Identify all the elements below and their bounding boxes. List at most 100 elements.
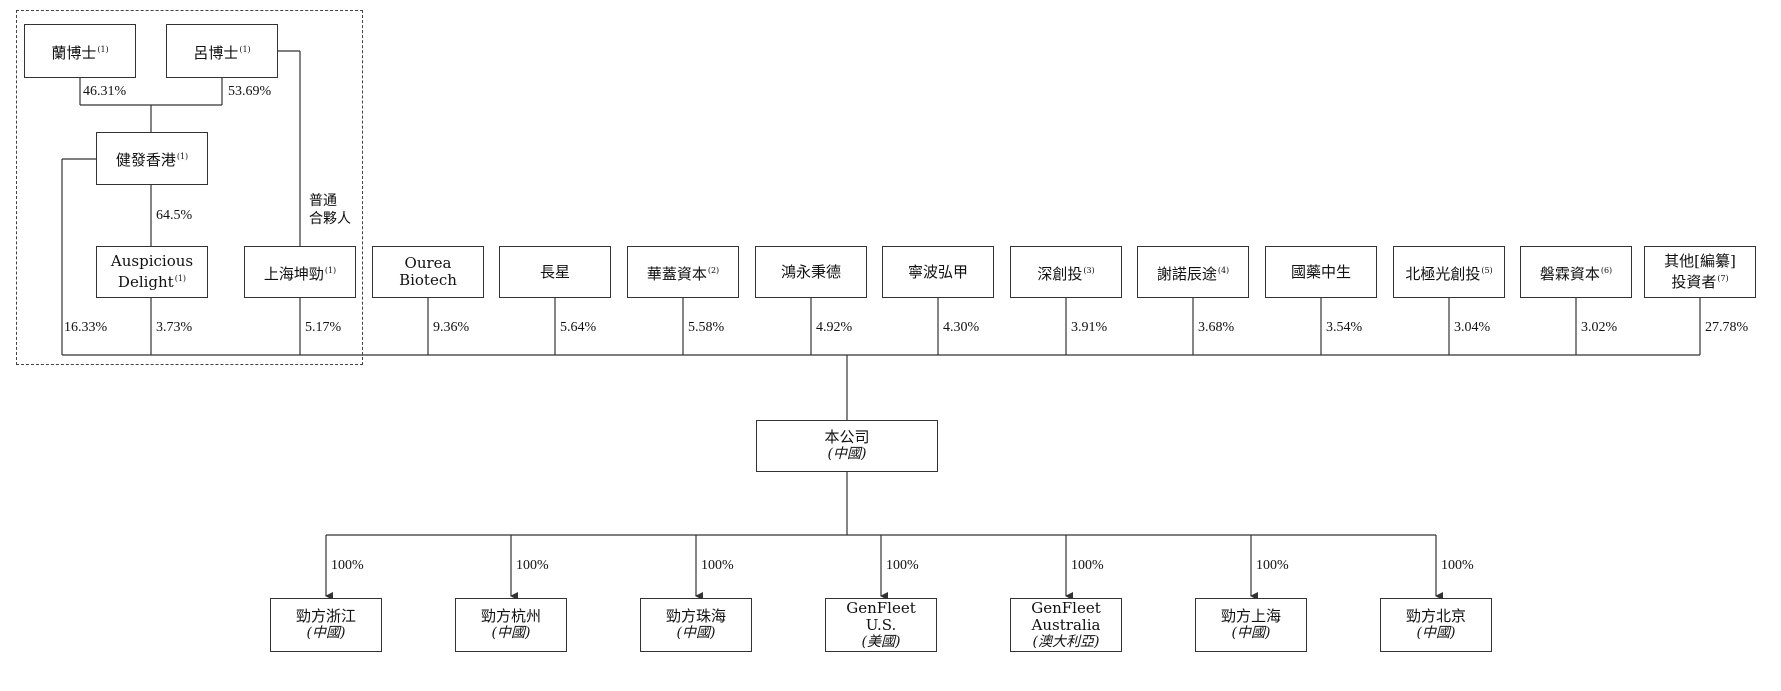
investor-name: 長星 <box>539 262 570 281</box>
auspicious-pct: 3.73% <box>156 320 193 335</box>
investor-box: 其他[編纂] 投資者(7) <box>1644 246 1756 298</box>
subsidiary-jurisdiction: (美國) <box>861 633 901 650</box>
investor-box: 北極光創投(5) <box>1393 246 1505 298</box>
investor-box: 長星 <box>499 246 611 298</box>
subsidiary-pct: 100% <box>886 558 919 573</box>
investor-pct: 3.04% <box>1454 320 1491 335</box>
investor-pct: 3.54% <box>1326 320 1363 335</box>
investor-name: Ourea <box>404 254 452 272</box>
subsidiary-box: 勁方杭州(中國) <box>455 598 567 652</box>
investor-name: 寧波弘甲 <box>907 262 968 281</box>
dr-lan-name: 蘭博士 <box>51 43 97 62</box>
investor-box: 鴻永秉德 <box>755 246 867 298</box>
investor-name: 深創投 <box>1037 264 1083 283</box>
subsidiary-jurisdiction: (中國) <box>676 625 716 641</box>
dr-lu-box: 呂博士(1) <box>166 24 278 78</box>
subsidiary-jurisdiction: (中國) <box>1231 625 1271 641</box>
subsidiary-name: 勁方浙江 <box>295 607 356 625</box>
gp-label-line2: 合夥人 <box>309 211 351 227</box>
subsidiary-name: GenFleet <box>846 598 916 617</box>
subsidiary-name: 勁方上海 <box>1220 607 1281 625</box>
investor-pct: 5.58% <box>688 320 725 335</box>
subsidiary-name: GenFleet <box>1031 598 1101 617</box>
investor-pct: 4.30% <box>943 320 980 335</box>
subsidiary-name-line2: U.S. <box>865 615 897 634</box>
subsidiary-jurisdiction: (中國) <box>306 625 346 641</box>
investor-note: (2) <box>707 265 720 275</box>
subsidiary-name: 勁方杭州 <box>480 607 541 625</box>
jianfa-hk-name: 健發香港 <box>115 151 176 169</box>
dr-lu-pct: 53.69% <box>228 84 272 99</box>
investor-box: 磐霖資本(6) <box>1520 246 1632 298</box>
company-jurisdiction: (中國) <box>827 446 867 462</box>
investor-box: 國藥中生 <box>1265 246 1377 298</box>
subsidiary-pct: 100% <box>1441 558 1474 573</box>
investor-note: (7) <box>1717 274 1729 283</box>
investor-name: 國藥中生 <box>1290 262 1351 281</box>
auspicious-line2: Delight <box>117 273 174 291</box>
investor-pct: 3.91% <box>1071 320 1108 335</box>
shanghai-kunjin-note: (1) <box>324 265 337 275</box>
subsidiary-pct: 100% <box>701 558 734 573</box>
investor-name: 鴻永秉德 <box>780 262 841 281</box>
investor-note: (5) <box>1481 265 1493 275</box>
subsidiary-box: 勁方上海(中國) <box>1195 598 1307 652</box>
dr-lan-box: 蘭博士(1) <box>24 24 136 78</box>
subsidiary-box: 勁方珠海(中國) <box>640 598 752 652</box>
jianfa-to-auspicious-pct: 64.5% <box>156 208 193 223</box>
auspicious-line1: Auspicious <box>110 252 194 270</box>
dr-lu-note: (1) <box>239 44 251 54</box>
investor-name-line2: 投資者 <box>1671 273 1717 291</box>
shanghai-kunjin-name: 上海坤勁 <box>263 264 324 283</box>
subsidiary-box: 勁方浙江(中國) <box>270 598 382 652</box>
subsidiary-pct: 100% <box>1071 558 1104 573</box>
investor-pct: 3.02% <box>1581 320 1618 335</box>
investor-pct: 4.92% <box>816 320 853 335</box>
subsidiary-jurisdiction: (中國) <box>1416 625 1456 641</box>
jianfa-hk-note: (1) <box>176 152 189 161</box>
jianfa-to-company-pct: 16.33% <box>64 320 108 335</box>
subsidiary-jurisdiction: (澳大利亞) <box>1032 633 1100 650</box>
subsidiary-box: 勁方北京(中國) <box>1380 598 1492 652</box>
investor-pct: 27.78% <box>1705 320 1749 335</box>
subsidiary-pct: 100% <box>331 558 364 573</box>
investor-box: 深創投(3) <box>1010 246 1122 298</box>
subsidiary-name: 勁方珠海 <box>665 607 726 625</box>
investor-box: 寧波弘甲 <box>882 246 994 298</box>
subsidiary-jurisdiction: (中國) <box>491 625 531 641</box>
dr-lan-note: (1) <box>97 44 109 54</box>
investor-box: 謝諾辰途(4) <box>1137 246 1249 298</box>
investor-note: (3) <box>1083 265 1095 275</box>
company-box: 本公司 (中國) <box>756 420 938 472</box>
investor-name: 其他[編纂] <box>1664 252 1736 270</box>
shanghai-kunjin-box: 上海坤勁(1) <box>244 246 356 298</box>
investor-name: 謝諾辰途 <box>1156 264 1217 283</box>
subsidiary-pct: 100% <box>1256 558 1289 573</box>
shanghai-kunjin-pct: 5.17% <box>305 320 342 335</box>
investor-box: 華蓋資本(2) <box>627 246 739 298</box>
investor-pct: 9.36% <box>433 320 470 335</box>
subsidiary-name-line2: Australia <box>1031 615 1101 634</box>
investor-name-line2: Biotech <box>399 271 457 289</box>
investor-name: 磐霖資本 <box>1539 264 1600 283</box>
subsidiary-pct: 100% <box>516 558 549 573</box>
dr-lu-name: 呂博士 <box>193 43 239 62</box>
investor-pct: 3.68% <box>1198 320 1235 335</box>
jianfa-hk-box: 健發香港(1) <box>96 132 208 185</box>
general-partner-label: 普通 合夥人 <box>309 192 369 228</box>
investor-note: (6) <box>1600 265 1613 275</box>
subsidiary-name: 勁方北京 <box>1405 607 1466 625</box>
company-name: 本公司 <box>824 428 870 446</box>
investor-pct: 5.64% <box>560 320 597 335</box>
gp-label-line1: 普通 <box>309 193 337 209</box>
investor-name: 華蓋資本 <box>646 264 707 283</box>
controlling-shareholders-group-border <box>16 10 363 365</box>
dr-lan-pct: 46.31% <box>83 84 127 99</box>
investor-note: (4) <box>1217 265 1230 275</box>
auspicious-note: (1) <box>174 274 187 283</box>
auspicious-delight-box: Auspicious Delight(1) <box>96 246 208 298</box>
